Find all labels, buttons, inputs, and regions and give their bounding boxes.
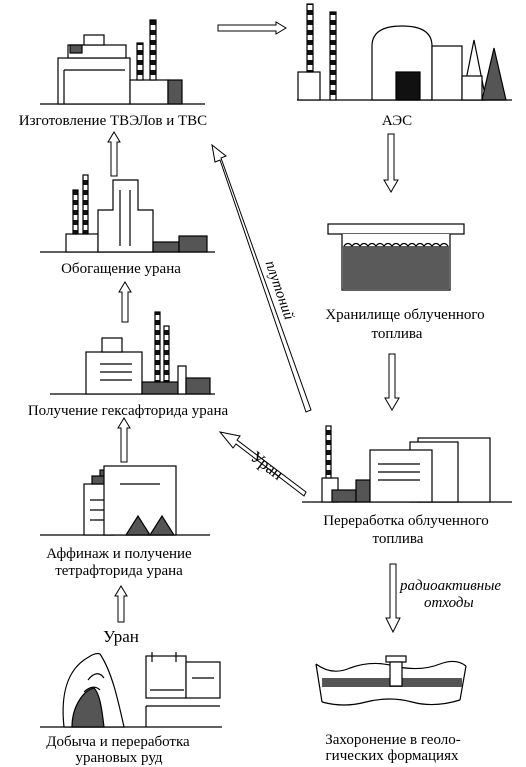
- label-uranium-mined: Уран: [103, 627, 139, 646]
- arrow-npp-to-storage: [383, 133, 399, 193]
- label-reprocessing-1: Переработка облученного: [323, 513, 489, 529]
- label-reprocessing-2: топлива: [372, 531, 424, 547]
- refining-plant-icon: [40, 465, 210, 536]
- label-burial-1: Захоронение в геоло-: [325, 732, 461, 748]
- arrow-enrichment-to-fab: [107, 131, 121, 177]
- label-npp: АЭС: [381, 113, 413, 129]
- enrichment-plant-icon: [40, 174, 215, 253]
- arrow-reprocessing-to-burial: [385, 563, 401, 634]
- arrow-plutonium-recycle: [211, 143, 312, 413]
- arrow-storage-to-reprocessing: [384, 353, 400, 411]
- mining-icon: [40, 652, 222, 728]
- label-refining-1: Аффинаж и получение: [46, 546, 192, 562]
- label-refining-2: тетрафторида урана: [55, 563, 183, 579]
- label-radioactive-waste-2: отходы: [424, 595, 474, 611]
- arrow-mining-to-refining: [114, 585, 128, 623]
- label-burial-2: гических формациях: [325, 748, 459, 764]
- label-mining-1: Добыча и переработка: [46, 734, 190, 750]
- arrow-uranium-recycle: [218, 431, 307, 497]
- storage-pool-icon: [327, 223, 465, 291]
- arrow-hexafluoride-to-enrichment: [118, 281, 132, 323]
- label-mining-2: урановых руд: [75, 750, 163, 766]
- label-radioactive-waste-1: радиоактивные: [400, 578, 502, 594]
- label-enrichment: Обогащение урана: [61, 261, 181, 277]
- burial-icon: [315, 655, 467, 706]
- npp-icon: [297, 3, 512, 101]
- label-storage-2: топлива: [371, 326, 423, 342]
- hexafluoride-plant-icon: [50, 311, 215, 395]
- label-storage-1: Хранилище облученного: [325, 307, 485, 323]
- arrow-refining-to-hexafluoride: [117, 417, 131, 463]
- label-fuel-fab: Изготовление ТВЭЛов и ТВС: [18, 113, 208, 129]
- arrow-fab-to-npp: [217, 21, 287, 35]
- reprocessing-plant-icon: [302, 425, 512, 503]
- fuel-fab-plant-icon: [40, 19, 205, 105]
- label-hexafluoride: Получение гексафторида урана: [27, 403, 229, 419]
